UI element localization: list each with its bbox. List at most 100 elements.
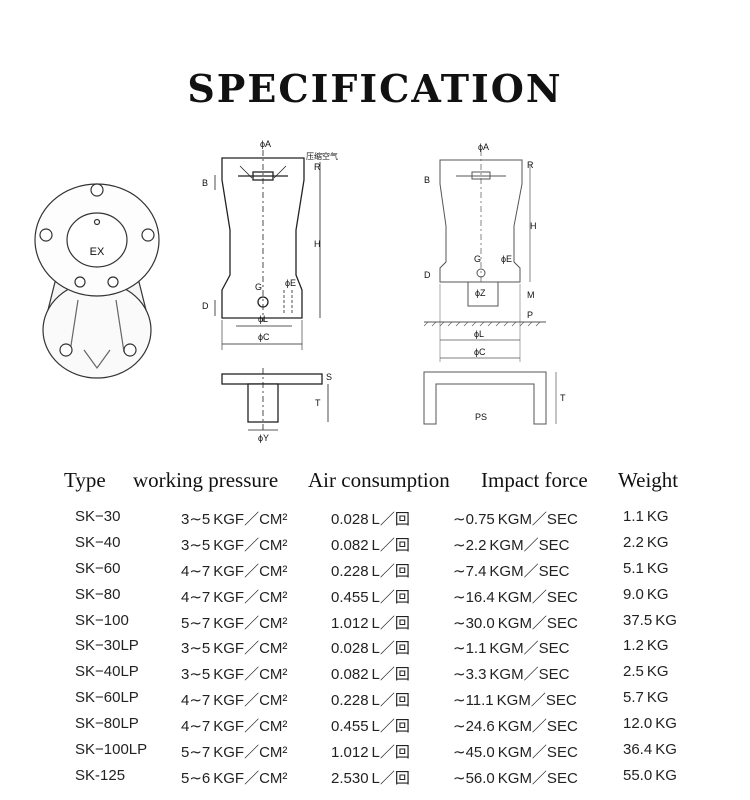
header-air-consumption: Air consumption (308, 468, 450, 492)
spec-table: SK−30 3∼5 KGF／CM² 0.028 L／回 ∼0.75 KGM／SE… (0, 508, 750, 793)
cell-air: 2.530 L／回 (331, 769, 410, 787)
table-row: SK−40LP 3∼5 KGF／CM² 0.082 L／回 ∼3.3 KGM／S… (0, 663, 750, 689)
cell-type: SK−60LP (75, 689, 139, 707)
cell-impact: ∼16.4 KGM／SEC (453, 588, 578, 606)
cell-type: SK−100LP (75, 741, 148, 759)
cell-air: 0.228 L／回 (331, 692, 410, 710)
right-label-B: B (424, 175, 430, 185)
right-label-H: H (530, 221, 537, 231)
table-row: SK-125 5∼6 KGF／CM² 2.530 L／回 ∼56.0 KGM／S… (0, 767, 750, 793)
cell-weight: 36.4 KG (623, 741, 677, 759)
cell-type: SK−80LP (75, 715, 139, 733)
left-label-G: G (255, 282, 262, 292)
right-label-PS: PS (475, 412, 487, 422)
cell-type: SK−30 (75, 508, 121, 525)
table-row: SK−40 3∼5 KGF／CM² 0.082 L／回 ∼2.2 KGM／SEC… (0, 534, 750, 560)
right-label-R: R (527, 160, 534, 170)
left-label-D: D (202, 301, 209, 311)
right-label-phiE: ϕE (501, 254, 512, 264)
cell-air: 0.028 L／回 (331, 640, 410, 658)
cell-pressure: 4∼7 KGF／CM² (181, 692, 288, 710)
cell-pressure: 5∼6 KGF／CM² (181, 769, 288, 787)
table-row: SK−80 4∼7 KGF／CM² 0.455 L／回 ∼16.4 KGM／SE… (0, 586, 750, 612)
right-label-P: P (527, 310, 533, 320)
cell-pressure: 5∼7 KGF／CM² (181, 744, 288, 762)
spec-table-header: Type working pressure Air consumption Im… (0, 468, 750, 496)
table-row: SK−100 5∼7 KGF／CM² 1.012 L／回 ∼30.0 KGM／S… (0, 612, 750, 638)
left-label-phiA: ϕA (260, 139, 271, 149)
cell-weight: 9.0 KG (623, 585, 669, 603)
cell-air: 1.012 L／回 (331, 744, 410, 762)
cell-air: 0.082 L／回 (331, 666, 410, 684)
header-working-pressure: working pressure (133, 468, 279, 492)
cell-weight: 37.5 KG (623, 611, 677, 629)
right-label-G: G (474, 254, 481, 264)
left-label-phiE: ϕE (285, 278, 296, 288)
table-row: SK−80LP 4∼7 KGF／CM² 0.455 L／回 ∼24.6 KGM／… (0, 715, 750, 741)
table-row: SK−60LP 4∼7 KGF／CM² 0.228 L／回 ∼11.1 KGM／… (0, 689, 750, 715)
cell-weight: 12.0 KG (623, 715, 677, 733)
cell-impact: ∼24.6 KGM／SEC (453, 718, 578, 736)
cell-air: 0.455 L／回 (331, 718, 410, 736)
cell-pressure: 3∼5 KGF／CM² (181, 666, 288, 684)
cell-impact: ∼2.2 KGM／SEC (453, 536, 570, 554)
cell-type: SK−30LP (75, 637, 139, 655)
left-label-H: H (314, 239, 321, 249)
cell-impact: ∼45.0 KGM／SEC (453, 744, 578, 762)
cell-weight: 2.2 KG (623, 533, 669, 551)
cell-type: SK−100 (75, 611, 129, 629)
left-label-phiY: ϕY (258, 433, 269, 443)
cell-pressure: 3∼5 KGF／CM² (181, 536, 288, 554)
cell-type: SK−40 (75, 533, 121, 551)
cell-weight: 5.7 KG (623, 689, 669, 707)
left-label-B: B (202, 178, 208, 188)
technical-drawings: EX ϕA 压缩空气 R B H G ϕE D ϕL ϕC S T ϕY (34, 139, 566, 443)
table-row: SK−60 4∼7 KGF／CM² 0.228 L／回 ∼7.4 KGM／SEC… (0, 560, 750, 586)
left-label-phiL: ϕL (258, 314, 268, 324)
cell-pressure: 3∼5 KGF／CM² (181, 640, 288, 658)
cell-impact: ∼1.1 KGM／SEC (453, 640, 570, 658)
left-label-T: T (315, 398, 321, 408)
cell-air: 1.012 L／回 (331, 614, 410, 632)
cell-type: SK−40LP (75, 663, 139, 681)
header-type: Type (64, 468, 106, 492)
page-title: SPECIFICATION (187, 66, 563, 111)
left-label-R: R (314, 162, 321, 172)
table-row: SK−30LP 3∼5 KGF／CM² 0.028 L／回 ∼1.1 KGM／S… (0, 637, 750, 663)
right-label-D: D (424, 270, 431, 280)
product-label: EX (90, 246, 105, 258)
cell-type: SK-125 (75, 766, 126, 784)
cell-pressure: 3∼5 KGF／CM² (181, 511, 288, 528)
header-impact-force: Impact force (481, 468, 588, 492)
cell-weight: 55.0 KG (623, 766, 677, 784)
cell-weight: 1.1 KG (623, 508, 669, 525)
cell-pressure: 4∼7 KGF／CM² (181, 588, 288, 606)
cell-air: 0.455 L／回 (331, 588, 410, 606)
cell-pressure: 5∼7 KGF／CM² (181, 614, 288, 632)
cell-impact: ∼56.0 KGM／SEC (453, 769, 578, 787)
cell-air: 0.228 L／回 (331, 562, 410, 580)
product-illustration (34, 183, 160, 379)
right-label-phiA: ϕA (478, 142, 489, 152)
cell-air: 0.028 L／回 (331, 511, 410, 528)
cell-impact: ∼0.75 KGM／SEC (453, 511, 578, 528)
left-front-view (214, 150, 329, 431)
cell-air: 0.082 L／回 (331, 536, 410, 554)
cell-impact: ∼30.0 KGM／SEC (453, 614, 578, 632)
right-label-phiL: ϕL (474, 329, 484, 339)
cell-pressure: 4∼7 KGF／CM² (181, 718, 288, 736)
cell-type: SK−60 (75, 559, 121, 577)
cell-impact: ∼7.4 KGM／SEC (453, 562, 570, 580)
right-label-phiZ: ϕZ (475, 288, 486, 298)
table-row: SK−100LP 5∼7 KGF／CM² 1.012 L／回 ∼45.0 KGM… (0, 741, 750, 767)
left-label-phiC: ϕC (258, 332, 270, 342)
cell-type: SK−80 (75, 585, 121, 603)
cell-weight: 2.5 KG (623, 663, 669, 681)
cell-impact: ∼3.3 KGM／SEC (453, 666, 570, 684)
cell-weight: 1.2 KG (623, 637, 669, 655)
right-label-M: M (527, 290, 535, 300)
cell-pressure: 4∼7 KGF／CM² (181, 562, 288, 580)
right-label-T: T (560, 393, 566, 403)
right-front-view (423, 150, 557, 425)
left-label-S: S (326, 372, 332, 382)
